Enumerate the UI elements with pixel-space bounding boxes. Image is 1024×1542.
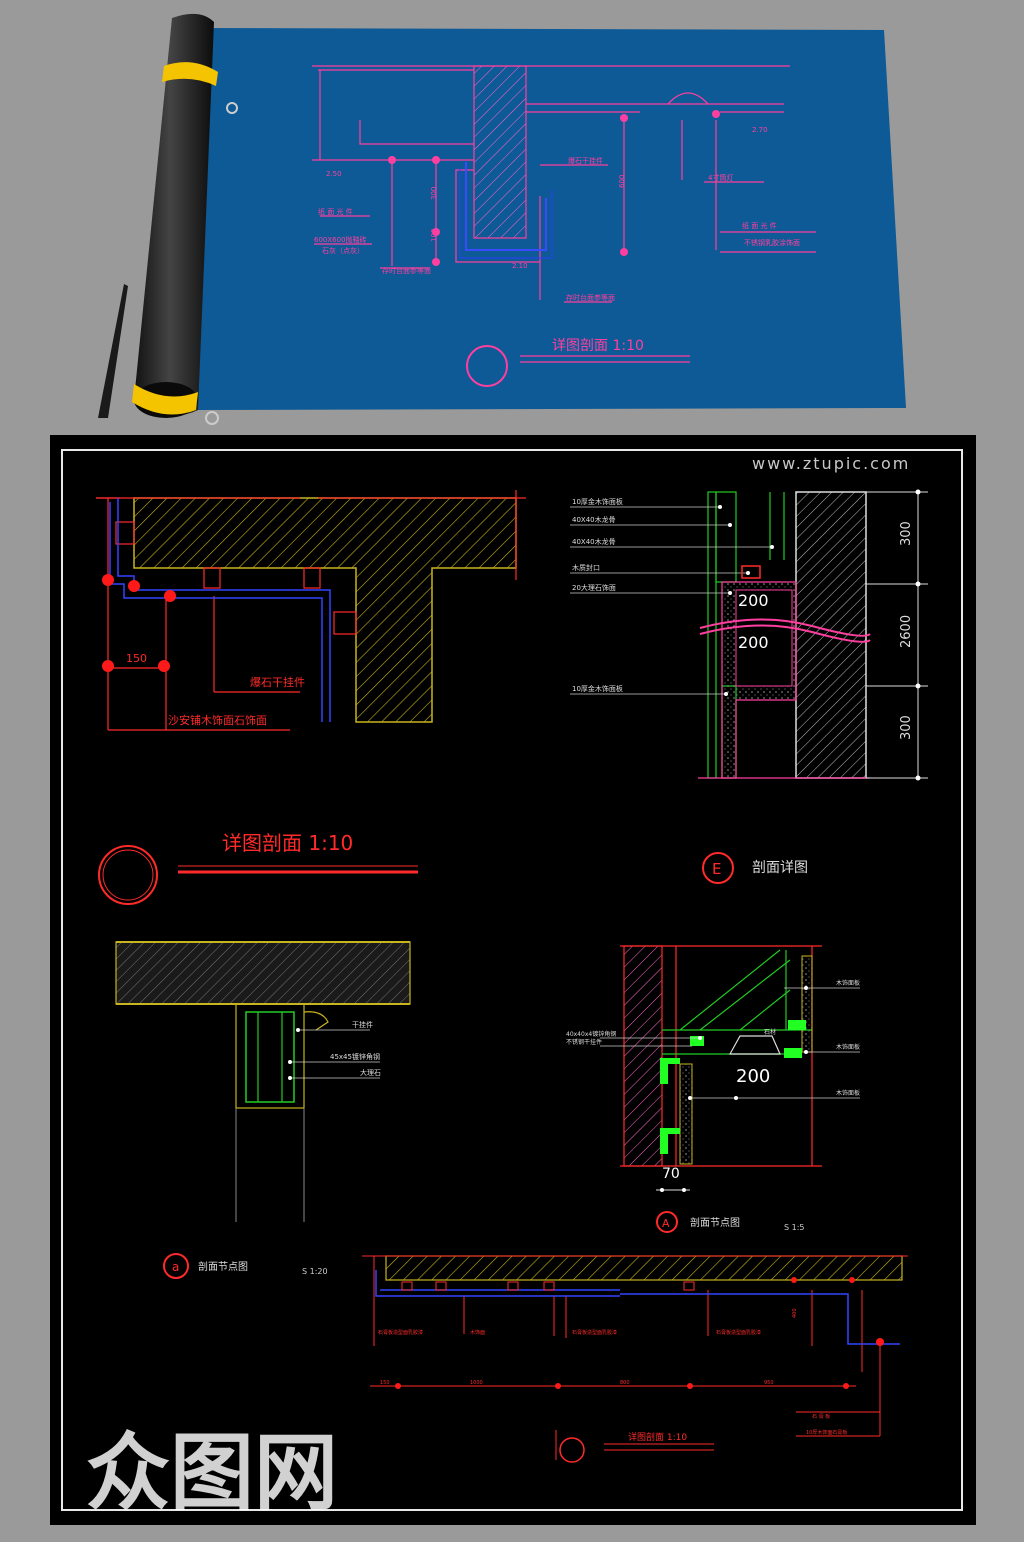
viewE-label-4: 20大理石饰面	[572, 583, 616, 592]
bp-dim-210: 2.10	[512, 262, 528, 270]
viewE-marker: E	[712, 860, 721, 878]
view4-section: 石膏板造型面乳胶漆 木饰面 石膏板造型面乳胶漆 石膏板造型面乳胶漆 石 膏 板 …	[362, 1255, 908, 1463]
viewA-section: 40x40x4镀锌角钢 不锈钢干挂件 木饰面板 木饰面板 木饰面板 石材 200…	[566, 945, 860, 1233]
paper-roll	[132, 13, 238, 425]
viewE-label-5: 10厚金木饰面板	[572, 684, 623, 693]
viewa-marker-circle	[163, 1253, 189, 1279]
view4-label-1: 木饰面	[470, 1329, 485, 1336]
viewE-dim-300top: 300	[899, 521, 914, 546]
view1-dim-150: 150	[126, 652, 147, 665]
view4-label-2: 石膏板造型面乳胶漆	[572, 1329, 617, 1336]
viewA-label-left-1: 不锈钢干挂件	[566, 1038, 602, 1046]
viewE-dim-300bot: 300	[899, 715, 914, 740]
bp-dim-300: 300	[430, 187, 438, 200]
watermark: www.ztupic.com	[752, 454, 910, 473]
view4-label-5: 10厚木饰面石膏板	[806, 1429, 847, 1436]
view4-label-3: 石膏板造型面乳胶漆	[716, 1329, 761, 1336]
view4-dim-400: 400	[792, 1308, 798, 1318]
viewA-label-left-0: 40x40x4镀锌角钢	[566, 1030, 616, 1038]
viewA-label-right-0: 木饰面板	[836, 979, 860, 987]
view4-label-0: 石膏板造型面乳胶漆	[378, 1329, 423, 1336]
bp-label-steel: 不锈钢乳胶涂饰面	[744, 238, 800, 247]
viewA-label-right-2: 木饰面板	[836, 1089, 860, 1097]
viewE-title: 剖面详图	[752, 860, 808, 876]
viewa-section: 干挂件 45x45镀锌角钢 大理石 a 剖面节点图 S 1:20	[115, 941, 411, 1279]
view1-title: 详图剖面 1:10	[222, 831, 353, 855]
view1-label-wall: 沙安铺木饰面石饰面	[168, 713, 267, 727]
viewa-title: 剖面节点图	[198, 1260, 248, 1273]
viewE-label-0: 10厚金木饰面板	[572, 497, 623, 506]
viewa-scale: S 1:20	[302, 1267, 328, 1276]
viewa-marker: a	[172, 1260, 179, 1274]
viewA-label-mid: 石材	[764, 1028, 776, 1036]
blueprint-title-circle	[466, 345, 508, 387]
blueprint-sheet: 2.50 2.70 2.10 300 100 600 爆石干挂件 4寸筒灯 纸 …	[98, 13, 906, 425]
view4-slab	[385, 1255, 903, 1281]
viewE-dim-200b: 200	[738, 633, 769, 652]
bp-label-wall-finish: 存时台面参等面	[566, 293, 615, 302]
viewE-marker-circle	[702, 852, 734, 884]
viewA-dim-200: 200	[736, 1066, 770, 1087]
view4-title: 详图剖面 1:10	[628, 1431, 687, 1443]
bp-label-floor-finish: 存时台面参等面	[382, 266, 431, 275]
viewA-dim-70: 70	[662, 1166, 680, 1182]
viewA-marker-circle	[656, 1211, 678, 1233]
view4-title-circle	[559, 1437, 585, 1463]
bp-dim-600: 600	[618, 175, 626, 188]
blueprint-column	[473, 65, 527, 239]
viewa-label-2: 大理石	[360, 1068, 381, 1077]
blueprint-title: 详图剖面 1:10	[552, 338, 644, 354]
viewE-section: 10厚金木饰面板 40X40木龙骨 40X40木龙骨 木质封口 20大理石饰面 …	[570, 489, 928, 884]
viewA-title: 剖面节点图	[690, 1216, 740, 1229]
viewA-marker: A	[662, 1217, 670, 1230]
view4-dim-0: 150	[380, 1380, 390, 1386]
bp-dim-100: 100	[430, 229, 438, 242]
viewE-dim-2600: 2600	[899, 615, 914, 648]
view1-title-block: 详图剖面 1:10	[98, 831, 418, 905]
viewa-label-1: 45x45镀锌角钢	[330, 1052, 380, 1061]
bp-label-ceiling-left: 纸 面 光 件	[318, 207, 353, 216]
view1-label-hanger: 爆石干挂件	[250, 675, 305, 689]
viewE-label-2: 40X40木龙骨	[572, 537, 616, 546]
viewE-dim-200a: 200	[738, 591, 769, 610]
bp-label-tile-size: 600X600抛釉砖	[314, 235, 367, 244]
bp-label-ceiling-right: 纸 面 光 件	[742, 221, 777, 230]
viewA-wall	[623, 945, 663, 1167]
viewA-scale: S 1:5	[784, 1223, 805, 1232]
view4-dim-2: 800	[620, 1380, 630, 1386]
logo: 众图网	[86, 1424, 338, 1522]
bp-dim-250: 2.50	[326, 170, 342, 178]
view1-section: 150 爆石干挂件 沙安铺木饰面石饰面	[96, 490, 526, 731]
viewE-label-1: 40X40木龙骨	[572, 515, 616, 524]
viewa-label-0: 干挂件	[352, 1020, 373, 1029]
view4-dim-3: 950	[764, 1380, 774, 1386]
bp-dim-270: 2.70	[752, 126, 768, 134]
pen	[98, 284, 128, 418]
viewA-label-right-1: 木饰面板	[836, 1043, 860, 1051]
bp-label-lamp: 4寸筒灯	[708, 173, 733, 182]
bp-label-hanger: 爆石干挂件	[568, 156, 603, 165]
view1-title-circle	[98, 845, 158, 905]
cad-frame	[61, 449, 963, 1511]
view4-dim-1: 1000	[470, 1380, 483, 1386]
viewE-label-3: 木质封口	[572, 563, 600, 572]
bp-label-tile-floor: 石灰（点灰）	[322, 246, 364, 255]
view4-label-4: 石 膏 板	[812, 1413, 830, 1420]
